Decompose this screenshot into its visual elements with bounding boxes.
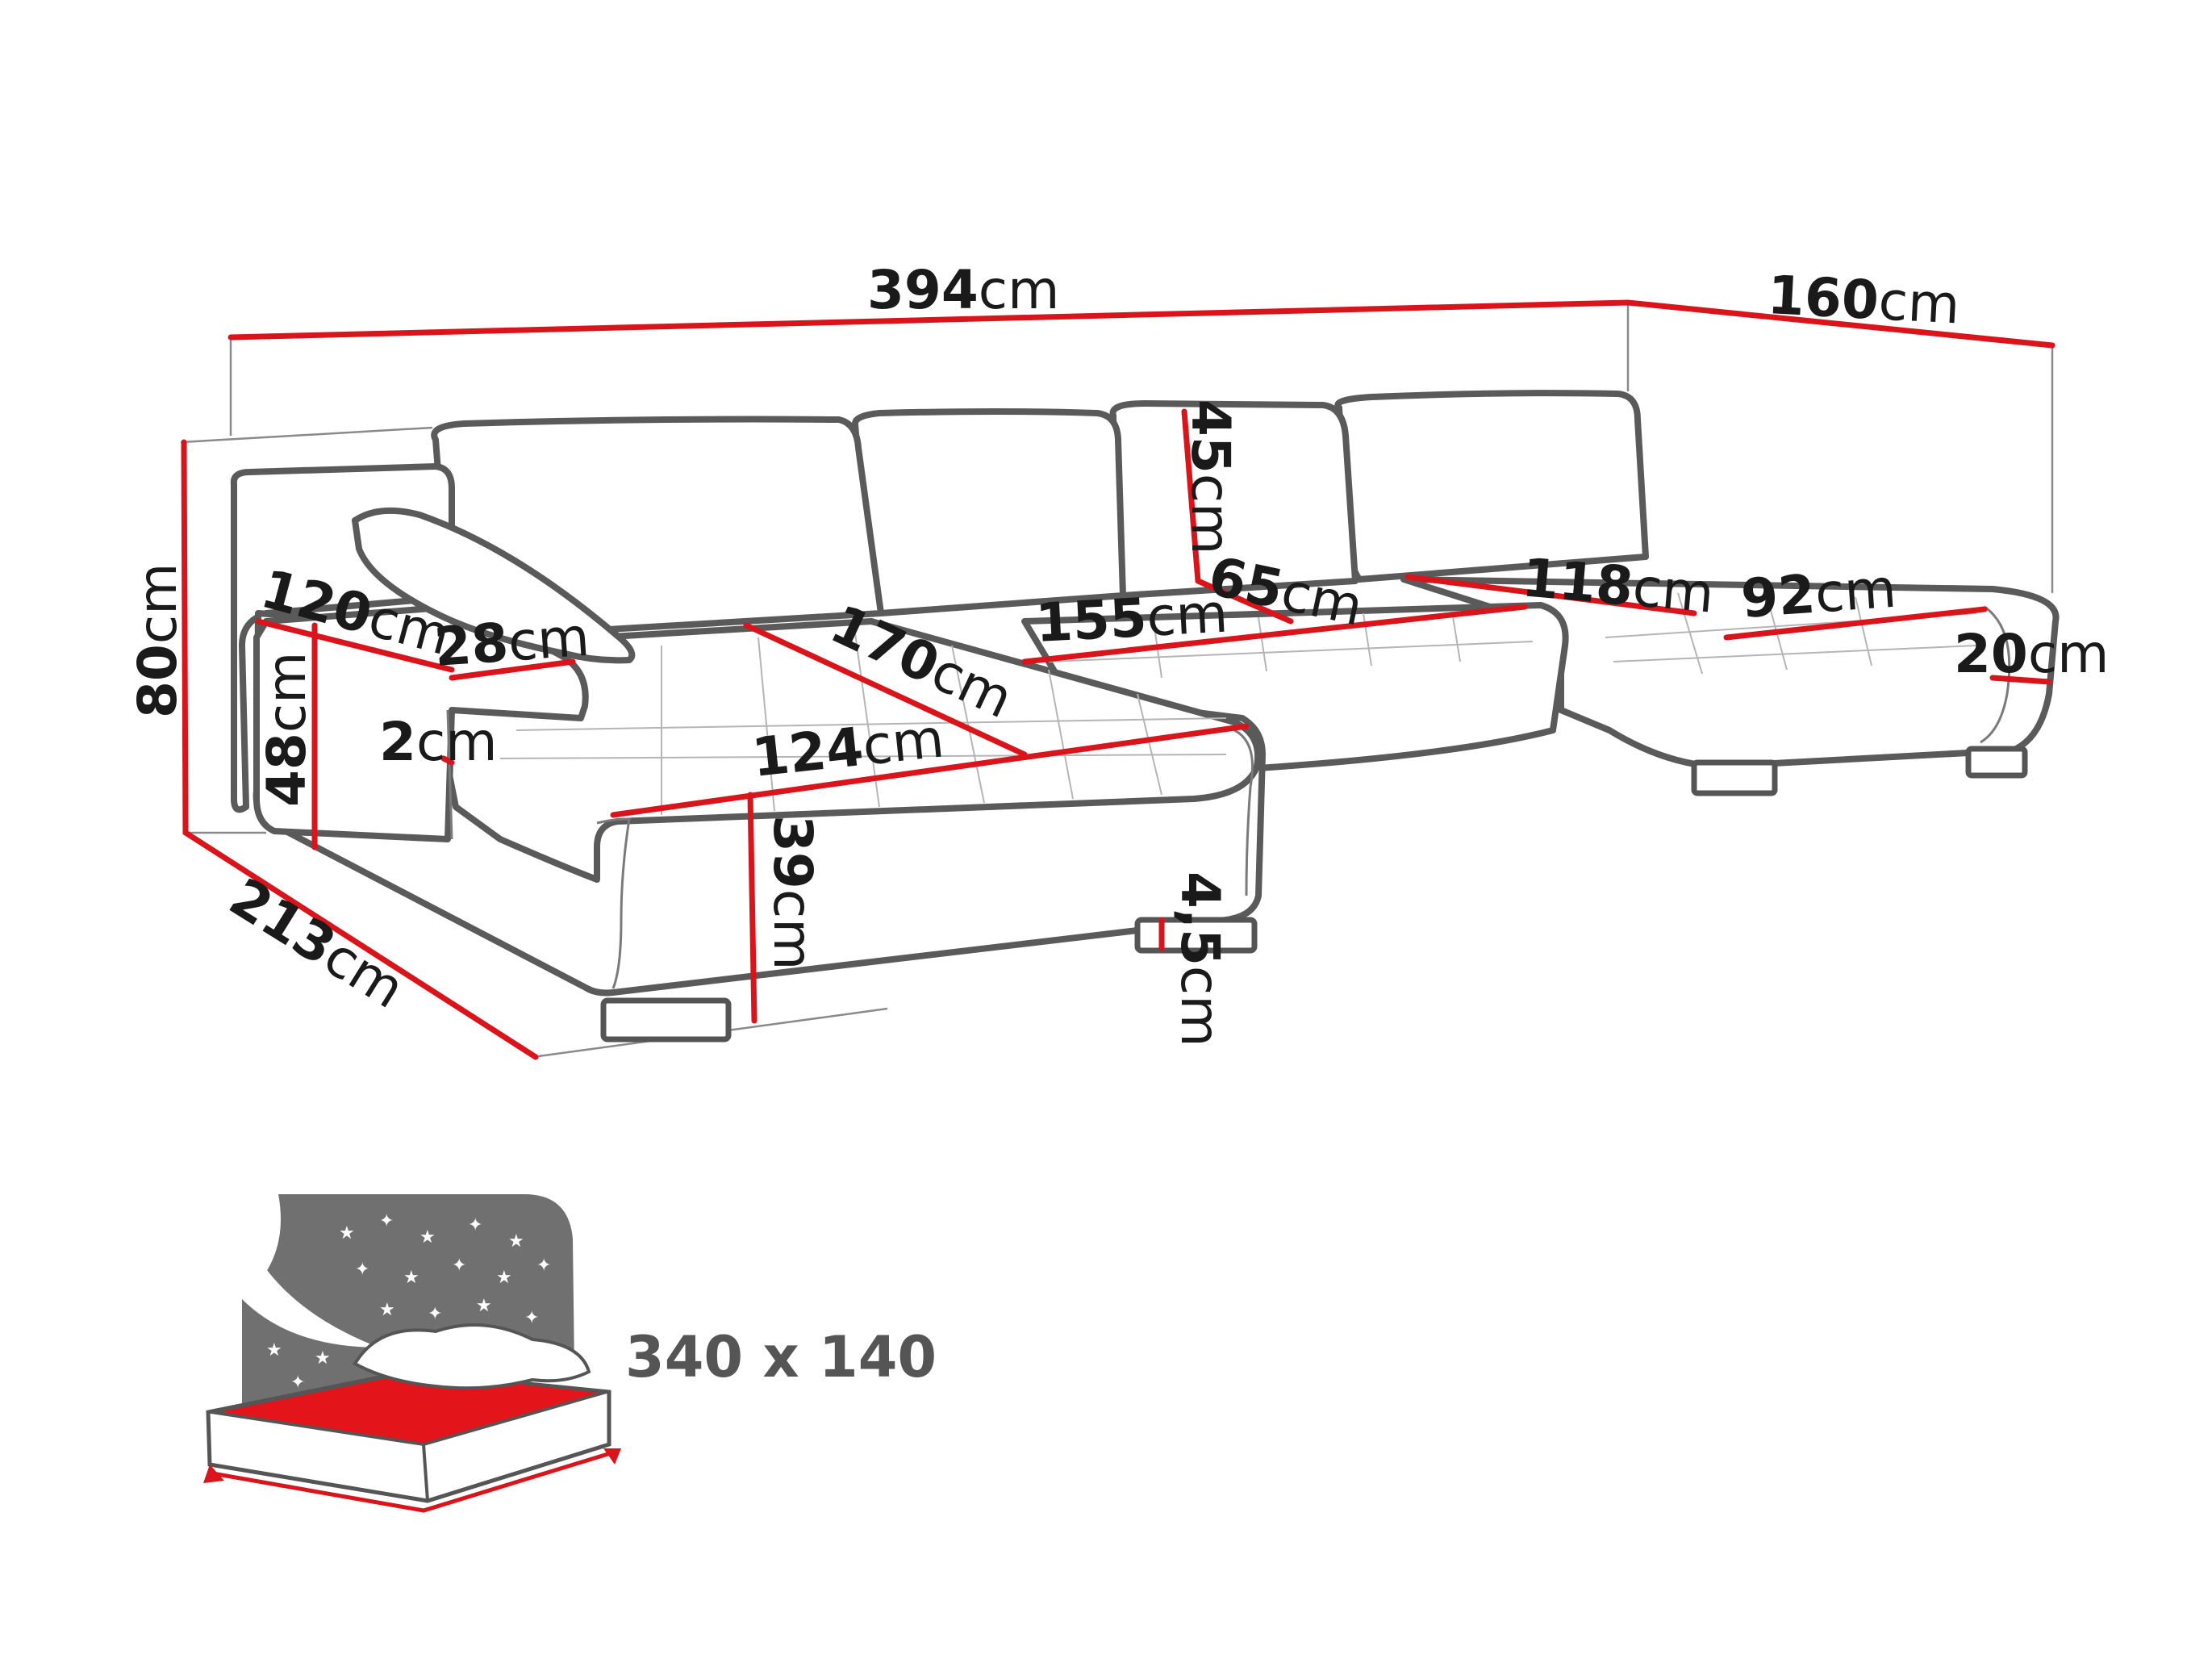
- label-middle-width: 155cm: [1034, 583, 1229, 654]
- label-depth: 213cm: [219, 866, 415, 1021]
- svg-text:★: ★: [476, 1296, 492, 1316]
- svg-text:✦: ✦: [524, 1308, 539, 1328]
- svg-text:★: ★: [403, 1268, 419, 1288]
- svg-text:✦: ✦: [536, 1256, 551, 1276]
- label-armrest-offset: 2cm: [379, 711, 498, 773]
- leg-back: [1134, 917, 1258, 954]
- svg-text:✦: ✦: [428, 1304, 442, 1324]
- bed-icon: ★✦★ ✦★✦ ★✦★ ✦★✦ ★✦★ ✦★★ ✦★ 340 x 140: [203, 1194, 937, 1513]
- svg-text:★: ★: [266, 1340, 282, 1360]
- svg-text:★: ★: [419, 1227, 436, 1247]
- svg-text:✦: ✦: [379, 1211, 394, 1231]
- svg-text:★: ★: [379, 1300, 395, 1320]
- label-chaise-width: 124cm: [749, 707, 947, 788]
- label-side-depth: 160cm: [1766, 264, 1961, 336]
- label-overall-width: 394cm: [867, 259, 1059, 321]
- svg-text:★: ★: [508, 1231, 524, 1252]
- label-backrest-height: 45cm: [1179, 399, 1242, 554]
- leg-front: [600, 997, 732, 1043]
- sleeping-area-label: 340 x 140: [625, 1324, 937, 1390]
- svg-text:✦: ✦: [452, 1256, 466, 1276]
- label-armrest-height: 48cm: [256, 652, 318, 807]
- label-right-chaise-length: 118cm: [1520, 546, 1717, 625]
- sofa-drawing: 394cm 160cm 80cm 213cm 120cm 28cm 2cm 48…: [127, 259, 2109, 1060]
- svg-text:✦: ✦: [355, 1260, 369, 1280]
- svg-text:★: ★: [496, 1268, 512, 1288]
- label-leg-height: 4,5cm: [1169, 871, 1231, 1047]
- svg-text:★: ★: [339, 1223, 355, 1243]
- label-armrest-width: 28cm: [432, 606, 591, 679]
- dimension-lines: [181, 299, 2055, 1060]
- label-right-chaise-width: 92cm: [1739, 558, 1898, 630]
- svg-text:✦: ✦: [290, 1373, 305, 1393]
- label-height: 80cm: [127, 563, 189, 718]
- pillow-icon: [352, 507, 636, 664]
- svg-text:★: ★: [315, 1348, 331, 1369]
- label-seat-height: 39cm: [762, 815, 824, 970]
- svg-text:✦: ✦: [468, 1215, 482, 1235]
- label-right-armrest-width: 20cm: [1954, 623, 2109, 685]
